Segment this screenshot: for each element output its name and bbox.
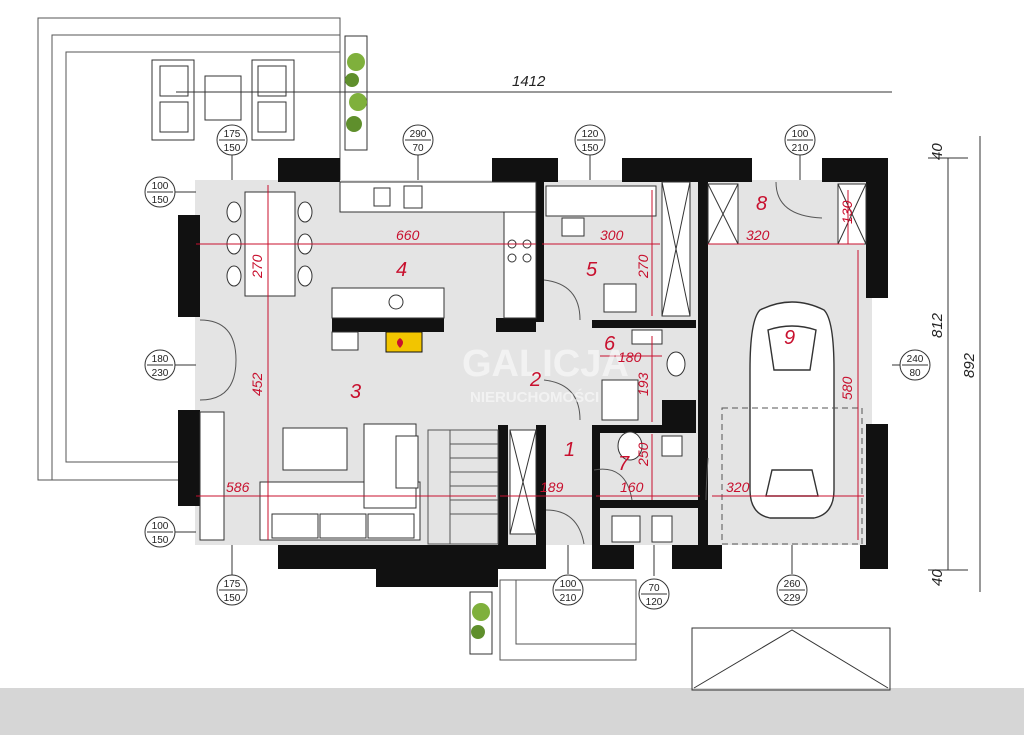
dim-label: 180 [618, 349, 642, 365]
tv-cabinet [199, 411, 225, 541]
room-number: 7 [618, 453, 630, 475]
opening-height: 150 [224, 143, 241, 154]
room-number: 5 [586, 259, 598, 281]
room-number: 2 [529, 369, 541, 391]
opening-width: 100 [792, 129, 809, 140]
dimension-lines [196, 185, 864, 540]
opening-height: 150 [152, 195, 169, 206]
study-desk [545, 185, 657, 313]
opening-height: 80 [909, 368, 921, 379]
room-number: 6 [604, 333, 616, 355]
opening-bubbles: 1751502907012015010021010015018023024080… [144, 124, 931, 610]
bottom-band [0, 688, 1024, 735]
opening-width: 100 [152, 181, 169, 192]
opening-height: 210 [792, 143, 809, 154]
opening-width: 175 [224, 129, 241, 140]
dim-label: 452 [249, 372, 265, 396]
dim-label: 320 [726, 479, 750, 495]
dim-label: 660 [396, 227, 420, 243]
overall-dimensions: 1412 812 892 40 40 [512, 73, 978, 586]
door-swings [199, 181, 823, 545]
dim-label: 320 [746, 227, 770, 243]
interior-dimensions: 660 270 300 270 320 130 452 180 193 250 … [226, 200, 855, 495]
dim-label: 250 [635, 442, 651, 467]
dim-label: 160 [620, 479, 644, 495]
bathroom-fixtures [601, 329, 686, 543]
planter-bottom [469, 591, 493, 655]
wardrobes [509, 181, 867, 535]
opening-height: 70 [412, 143, 424, 154]
dim-label: 189 [540, 479, 564, 495]
terrace-furniture [151, 59, 295, 141]
opening-height: 150 [224, 593, 241, 604]
opening-width: 260 [784, 579, 801, 590]
opening-width: 180 [152, 354, 169, 365]
walls [178, 158, 888, 587]
overall-dim-label: 40 [929, 143, 946, 160]
watermark-line2: NIERUCHOMOŚCI [470, 388, 599, 406]
opening-height: 230 [152, 368, 169, 379]
watermark-line1: GALICJA [462, 343, 629, 385]
opening-width: 240 [907, 354, 924, 365]
dim-label: 270 [635, 254, 651, 279]
opening-height: 120 [646, 597, 663, 608]
planter-top [344, 35, 368, 151]
car-icon [749, 301, 835, 519]
room-number: 3 [350, 381, 361, 403]
garage-door-track [721, 407, 863, 545]
kitchen-island [331, 287, 445, 351]
dim-label: 270 [249, 254, 265, 279]
opening-height: 229 [784, 593, 801, 604]
fireplace-icon [385, 331, 423, 353]
opening-width: 290 [410, 129, 427, 140]
flame-icon [397, 338, 403, 348]
opening-height: 210 [560, 593, 577, 604]
room-number: 4 [396, 259, 407, 281]
opening-width: 100 [152, 521, 169, 532]
opening-width: 175 [224, 579, 241, 590]
opening-width: 120 [582, 129, 599, 140]
overall-dim-label: 40 [929, 569, 946, 586]
room-numbers: 1 2 3 4 5 6 7 8 9 [350, 193, 795, 475]
overall-dimension-lines [176, 91, 981, 592]
overall-dim-label: 1412 [512, 73, 546, 90]
coffee-table [282, 427, 348, 471]
sofa [259, 423, 421, 541]
garage-canopy [691, 627, 891, 691]
opening-height: 150 [582, 143, 599, 154]
opening-height: 150 [152, 535, 169, 546]
dim-label: 300 [600, 227, 624, 243]
dim-label: 586 [226, 479, 250, 495]
overall-dim-label: 892 [961, 352, 978, 378]
overall-dim-label: 812 [929, 312, 946, 338]
dim-label: 193 [635, 372, 651, 396]
staircase [427, 429, 499, 545]
room-number: 8 [756, 193, 767, 215]
dim-label: 130 [839, 200, 855, 224]
opening-width: 100 [560, 579, 577, 590]
room-number: 9 [784, 327, 795, 349]
dim-label: 580 [839, 376, 855, 400]
room-number: 1 [564, 439, 575, 461]
opening-width: 70 [648, 583, 660, 594]
